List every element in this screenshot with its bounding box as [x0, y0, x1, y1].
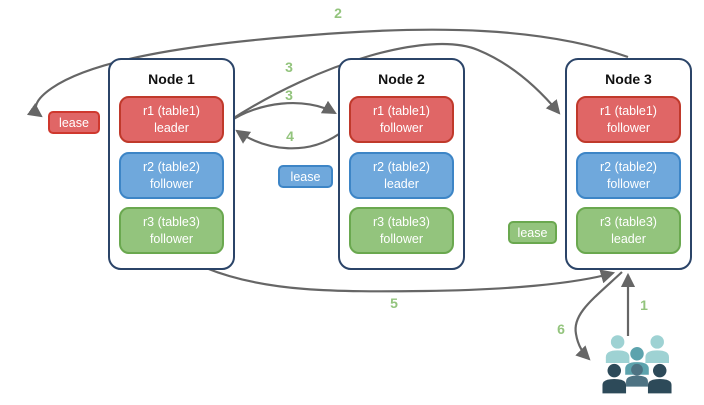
node-1-replica-r1: r1 (table1) leader [119, 96, 224, 143]
lease-badge-table3: lease [508, 221, 557, 244]
people-front-row [602, 363, 672, 394]
replica-name: r3 (table3) [373, 215, 430, 230]
replica-role: leader [611, 231, 646, 246]
node-2-title: Node 2 [378, 71, 425, 87]
node-3-replica-r1: r1 (table1) follower [576, 96, 681, 143]
replica-role: follower [149, 231, 194, 246]
step-label-2: 2 [334, 5, 342, 21]
replica-name: r2 (table2) [143, 160, 200, 175]
replica-name: r1 (table1) [600, 104, 657, 119]
arrow-step5-node1-to-node3 [205, 266, 616, 293]
replica-name: r2 (table2) [373, 160, 430, 175]
replica-role: follower [379, 120, 424, 135]
arrow-step3-node1-to-node2 [228, 100, 337, 123]
node-2: Node 2 r1 (table1) follower r2 (table2) … [338, 58, 465, 270]
replica-name: r3 (table3) [143, 215, 200, 230]
node-3-title: Node 3 [605, 71, 652, 87]
node-2-replica-r1: r1 (table1) follower [349, 96, 454, 143]
replica-role: leader [154, 120, 189, 135]
node-1-replica-r2: r2 (table2) follower [119, 152, 224, 199]
replica-name: r1 (table1) [143, 104, 200, 119]
node-3-replica-r3: r3 (table3) leader [576, 207, 681, 254]
people-group-icon [602, 335, 672, 394]
replica-role: follower [149, 176, 194, 191]
node-2-replica-r3: r3 (table3) follower [349, 207, 454, 254]
node-1-title: Node 1 [148, 71, 195, 87]
node-2-replica-r2: r2 (table2) leader [349, 152, 454, 199]
replica-role: follower [379, 231, 424, 246]
replica-role: follower [606, 176, 651, 191]
replica-name: r3 (table3) [600, 215, 657, 230]
step-label-3b: 3 [285, 87, 293, 103]
replica-role: leader [384, 176, 419, 191]
step-label-6: 6 [557, 321, 565, 337]
people-back-row [605, 335, 669, 363]
node-3-replica-r2: r2 (table2) follower [576, 152, 681, 199]
lease-badge-table2: lease [278, 165, 333, 188]
replica-role: follower [606, 120, 651, 135]
replica-name: r1 (table1) [373, 104, 430, 119]
node-3: Node 3 r1 (table1) follower r2 (table2) … [565, 58, 692, 270]
node-1-replica-r3: r3 (table3) follower [119, 207, 224, 254]
step-label-1: 1 [640, 297, 648, 313]
node-1: Node 1 r1 (table1) leader r2 (table2) fo… [108, 58, 235, 270]
replica-name: r2 (table2) [600, 160, 657, 175]
lease-badge-table1: lease [48, 111, 100, 134]
person-front-middle [626, 363, 648, 387]
step-label-5: 5 [390, 295, 398, 311]
step-label-3a: 3 [285, 59, 293, 75]
step-label-4: 4 [286, 128, 294, 144]
